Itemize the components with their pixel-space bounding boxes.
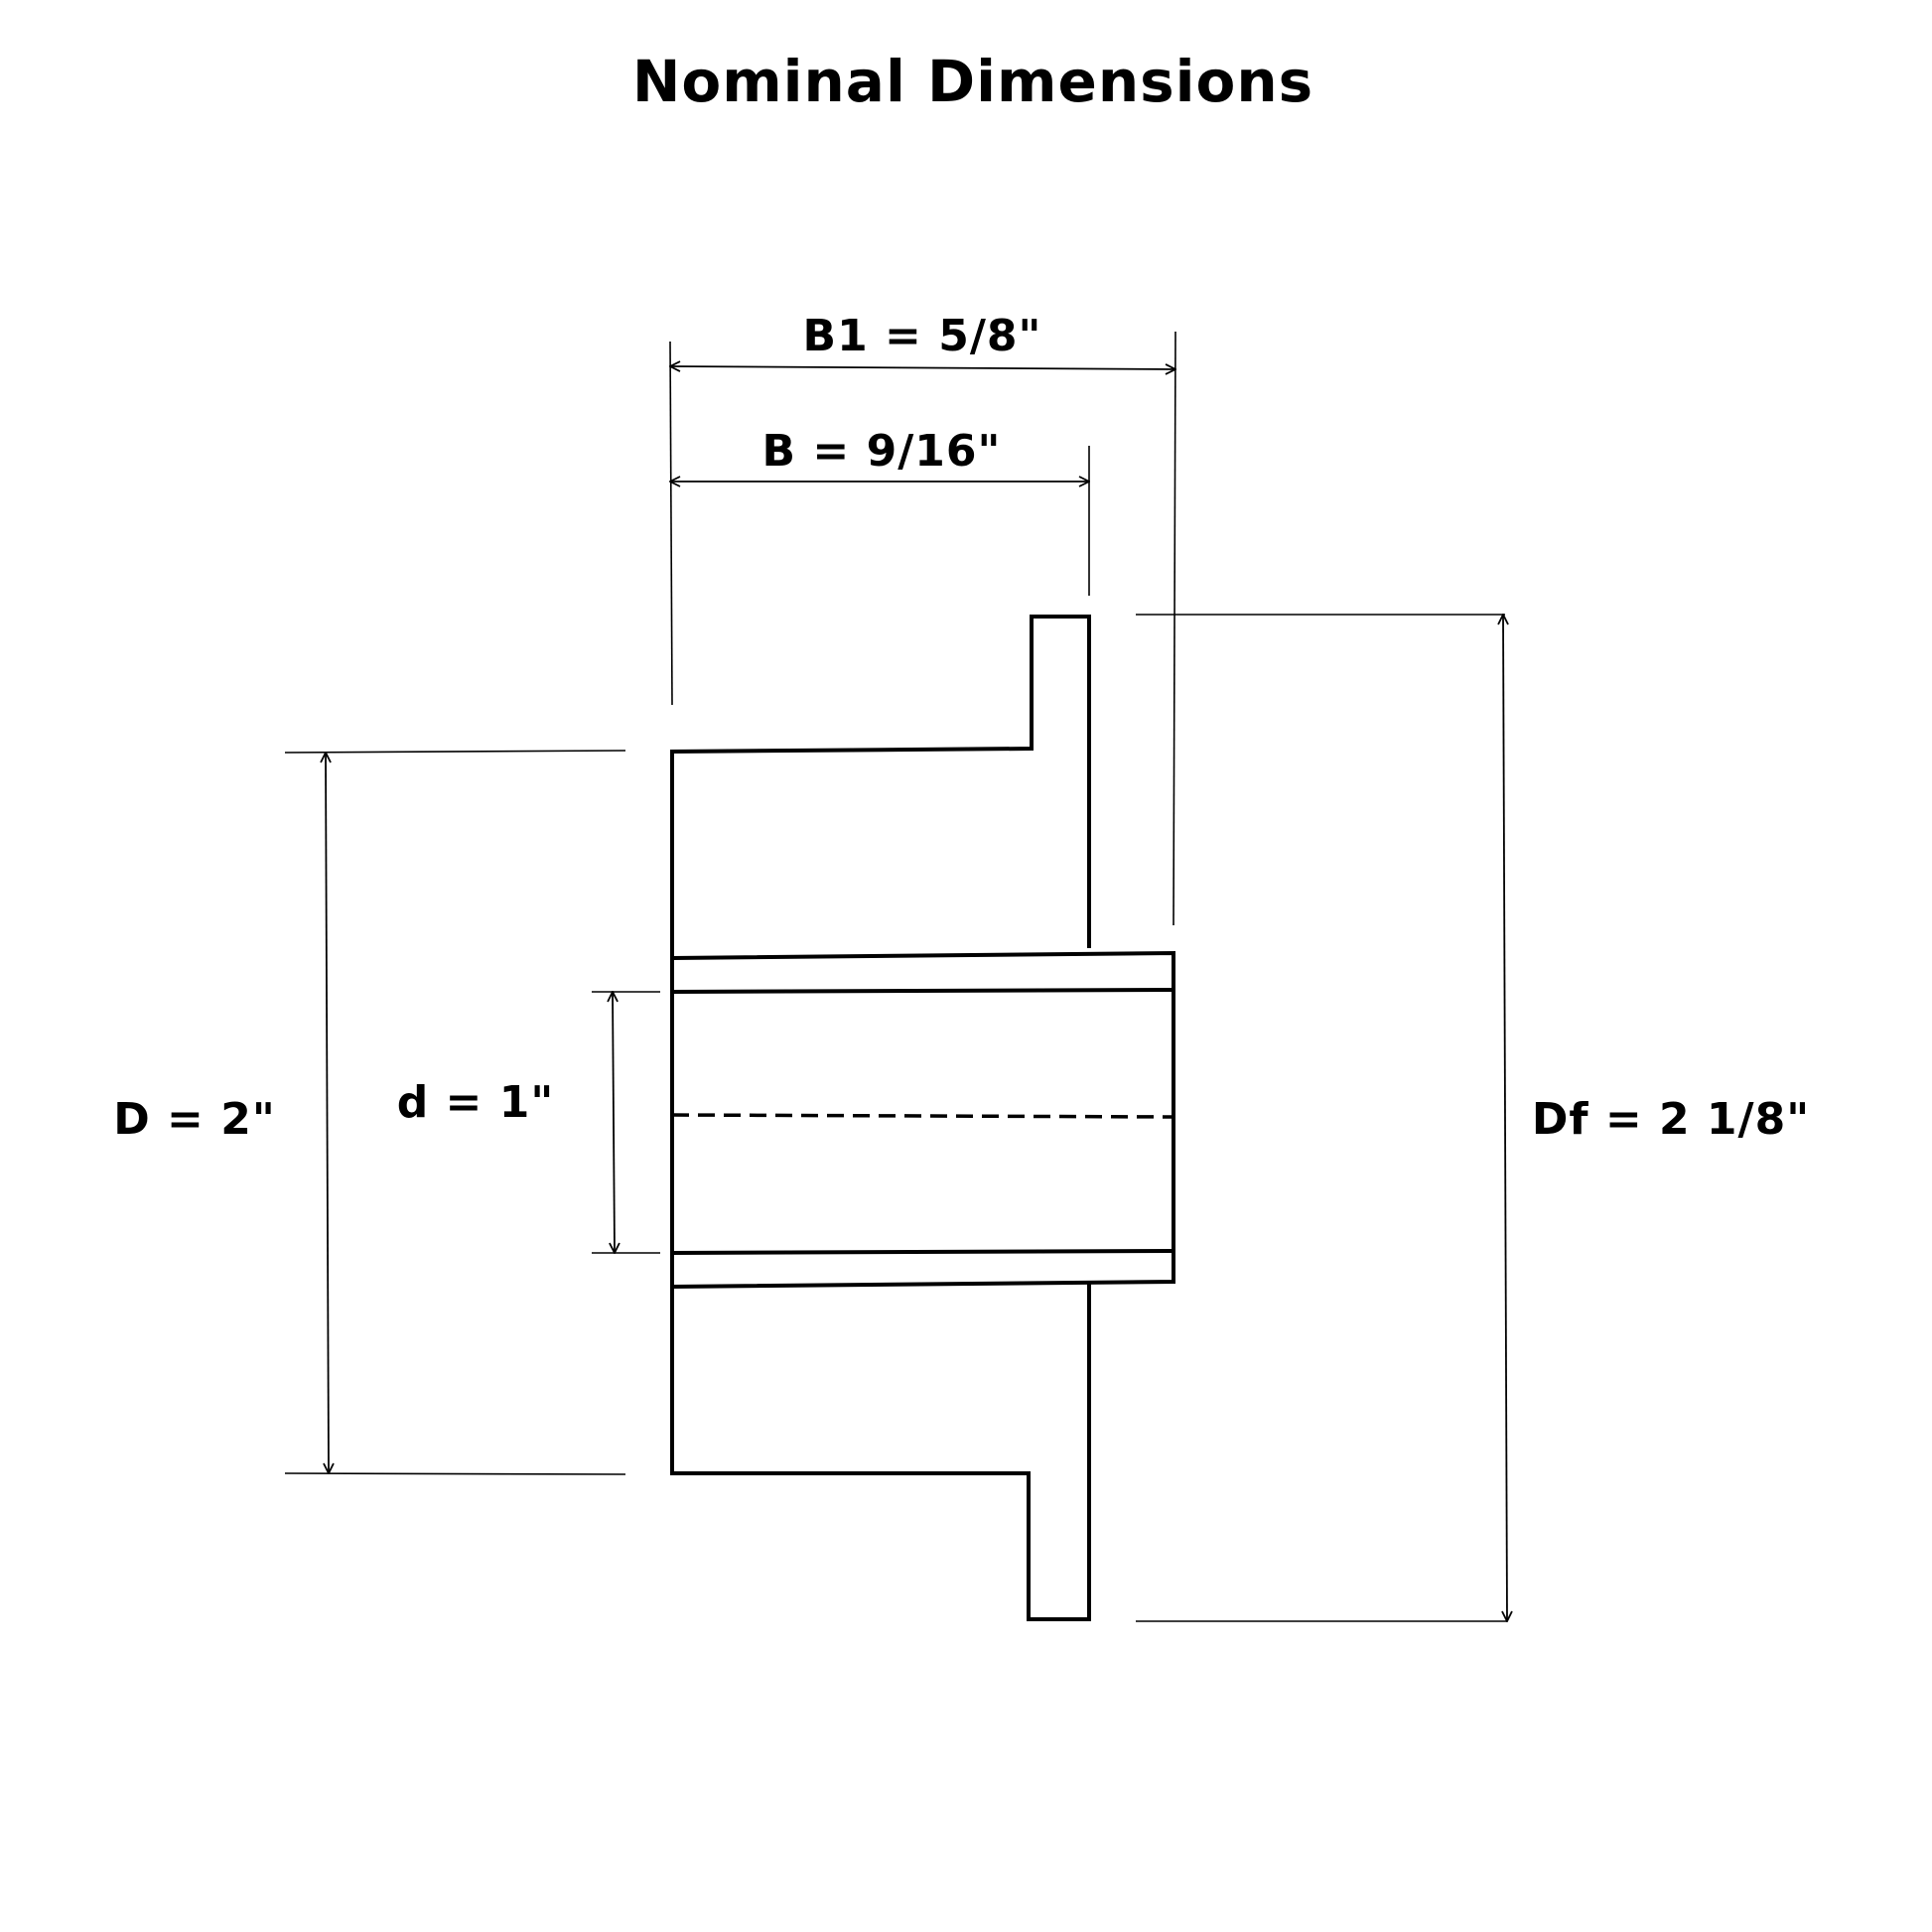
dimension-d-outer: D = 2" [113, 750, 626, 1475]
d-outer-extension-top [284, 750, 626, 754]
bushing-outline [670, 615, 1175, 1621]
dimension-df: Df = 2 1/8" [1136, 615, 1810, 1621]
df-dimension-line [1503, 615, 1507, 1621]
centerline [671, 1113, 1174, 1119]
upper-profile [670, 615, 1091, 958]
b-label: B = 9/16" [762, 426, 1002, 477]
b1-extension-left [669, 341, 673, 706]
d-outer-label: D = 2" [113, 1094, 276, 1145]
d-outer-dimension-line [326, 753, 329, 1473]
b1-label: B1 = 5/8" [803, 311, 1042, 361]
d-bore-dimension-line [613, 992, 615, 1253]
dimension-b: B = 9/16" [670, 426, 1089, 596]
bore-wall-top [671, 988, 1174, 994]
diagram-title: Nominal Dimensions [632, 48, 1313, 115]
d-bore-label: d = 1" [397, 1077, 555, 1128]
bore-wall-bottom [671, 1249, 1174, 1255]
d-outer-extension-bottom [284, 1472, 626, 1475]
lower-profile [670, 1282, 1091, 1621]
b1-extension-right [1173, 331, 1176, 926]
dimension-d-bore: d = 1" [397, 992, 660, 1253]
dimension-b1: B1 = 5/8" [669, 311, 1176, 926]
bore-sleeve [670, 950, 1175, 1290]
df-label: Df = 2 1/8" [1532, 1094, 1810, 1145]
b1-dimension-line [670, 366, 1175, 369]
